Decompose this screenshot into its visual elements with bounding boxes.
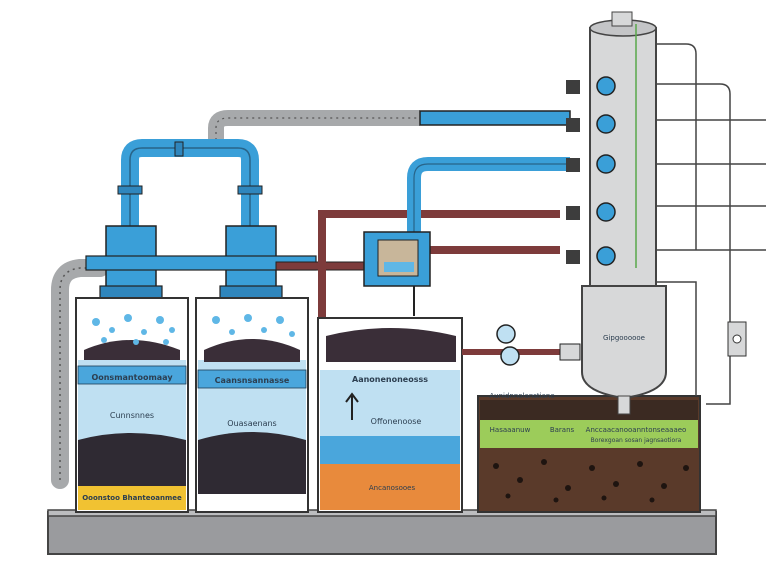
blue-pipe-top	[419, 110, 571, 126]
base-platform	[47, 511, 717, 555]
nozzle-2	[596, 114, 616, 134]
tank-1-bottom-label: Ooonstoo Bhanteoanmee	[82, 494, 182, 502]
tank-3-arrow	[345, 392, 359, 420]
column-nozzles	[596, 76, 616, 266]
side-junction-dial	[732, 334, 742, 344]
flange-1	[117, 185, 143, 195]
gauge-1	[496, 324, 516, 344]
soil-grass-sub-label: Borexgoan sosan jagnsaotiora	[591, 437, 682, 444]
flange-2	[237, 185, 263, 195]
tank-1-sediment	[78, 433, 186, 490]
nozzle-3	[596, 154, 616, 174]
tank-2-foam	[204, 339, 300, 362]
blue-pipe-mixer-outline	[413, 163, 570, 232]
tank-2-bubbles	[212, 314, 295, 337]
nozzle-1	[596, 76, 616, 96]
blue-pipe-arch	[121, 139, 259, 230]
soil-top-layer	[480, 400, 698, 420]
column-label: Gipgoooooe	[603, 334, 645, 342]
tank-3-band-label: Aanonenoneosss	[352, 375, 428, 384]
soil-grass-mid-label: Barans	[550, 426, 575, 434]
maroon-pipe-riser	[318, 210, 560, 320]
tank-3-foam	[326, 328, 456, 362]
gray-hose-left-outline	[59, 267, 100, 480]
tank-1-bubbles	[92, 314, 175, 345]
blue-pipe-mixer	[407, 157, 570, 232]
tank-1-band-label: Oonsmantoomaay	[91, 373, 173, 382]
soil-grass-left-label: Hasaaanuw	[490, 426, 531, 434]
tank-3-water-deep	[320, 436, 460, 464]
mixing-box-window	[384, 262, 414, 272]
soil-grass	[480, 420, 698, 448]
blue-pipe-arch-outline	[129, 147, 251, 230]
column-valves	[566, 80, 580, 264]
gray-hose-top	[208, 110, 420, 140]
tank-3-water	[320, 370, 460, 436]
tank-3-sand	[320, 464, 460, 510]
soil-top-label: Aunidnnolanstiane	[489, 392, 554, 400]
nozzle-5	[596, 246, 616, 266]
soil-particles	[493, 459, 689, 503]
column-vessel	[581, 285, 667, 400]
tank-2-mid-label: Ouasaenans	[227, 419, 276, 428]
tank-1-band	[77, 365, 187, 385]
column-vessel-leg	[617, 395, 631, 415]
column-top-fitting	[611, 11, 633, 27]
tank-2-band	[197, 369, 307, 389]
pipe-rack	[656, 43, 766, 405]
soil-grass-right-label: Anccaacanooanntonseaaaeo	[586, 426, 687, 434]
valve-box	[559, 343, 581, 361]
tank-2-sediment	[198, 432, 306, 494]
nozzle-4	[596, 202, 616, 222]
tank-3-mid-label: Offonenoose	[371, 417, 422, 426]
tank-1-foam	[84, 340, 180, 360]
tank-3-bottom-label: Ancanosooes	[369, 484, 416, 492]
tank-2-band-label: Caansnsannasse	[215, 376, 290, 385]
tank-1-yellow	[78, 486, 186, 510]
flange-3	[174, 141, 184, 157]
gray-hose-top-rib	[215, 117, 420, 140]
gauge-2	[500, 346, 520, 366]
tank-1-mid-label: Cunnsnnes	[110, 411, 154, 420]
